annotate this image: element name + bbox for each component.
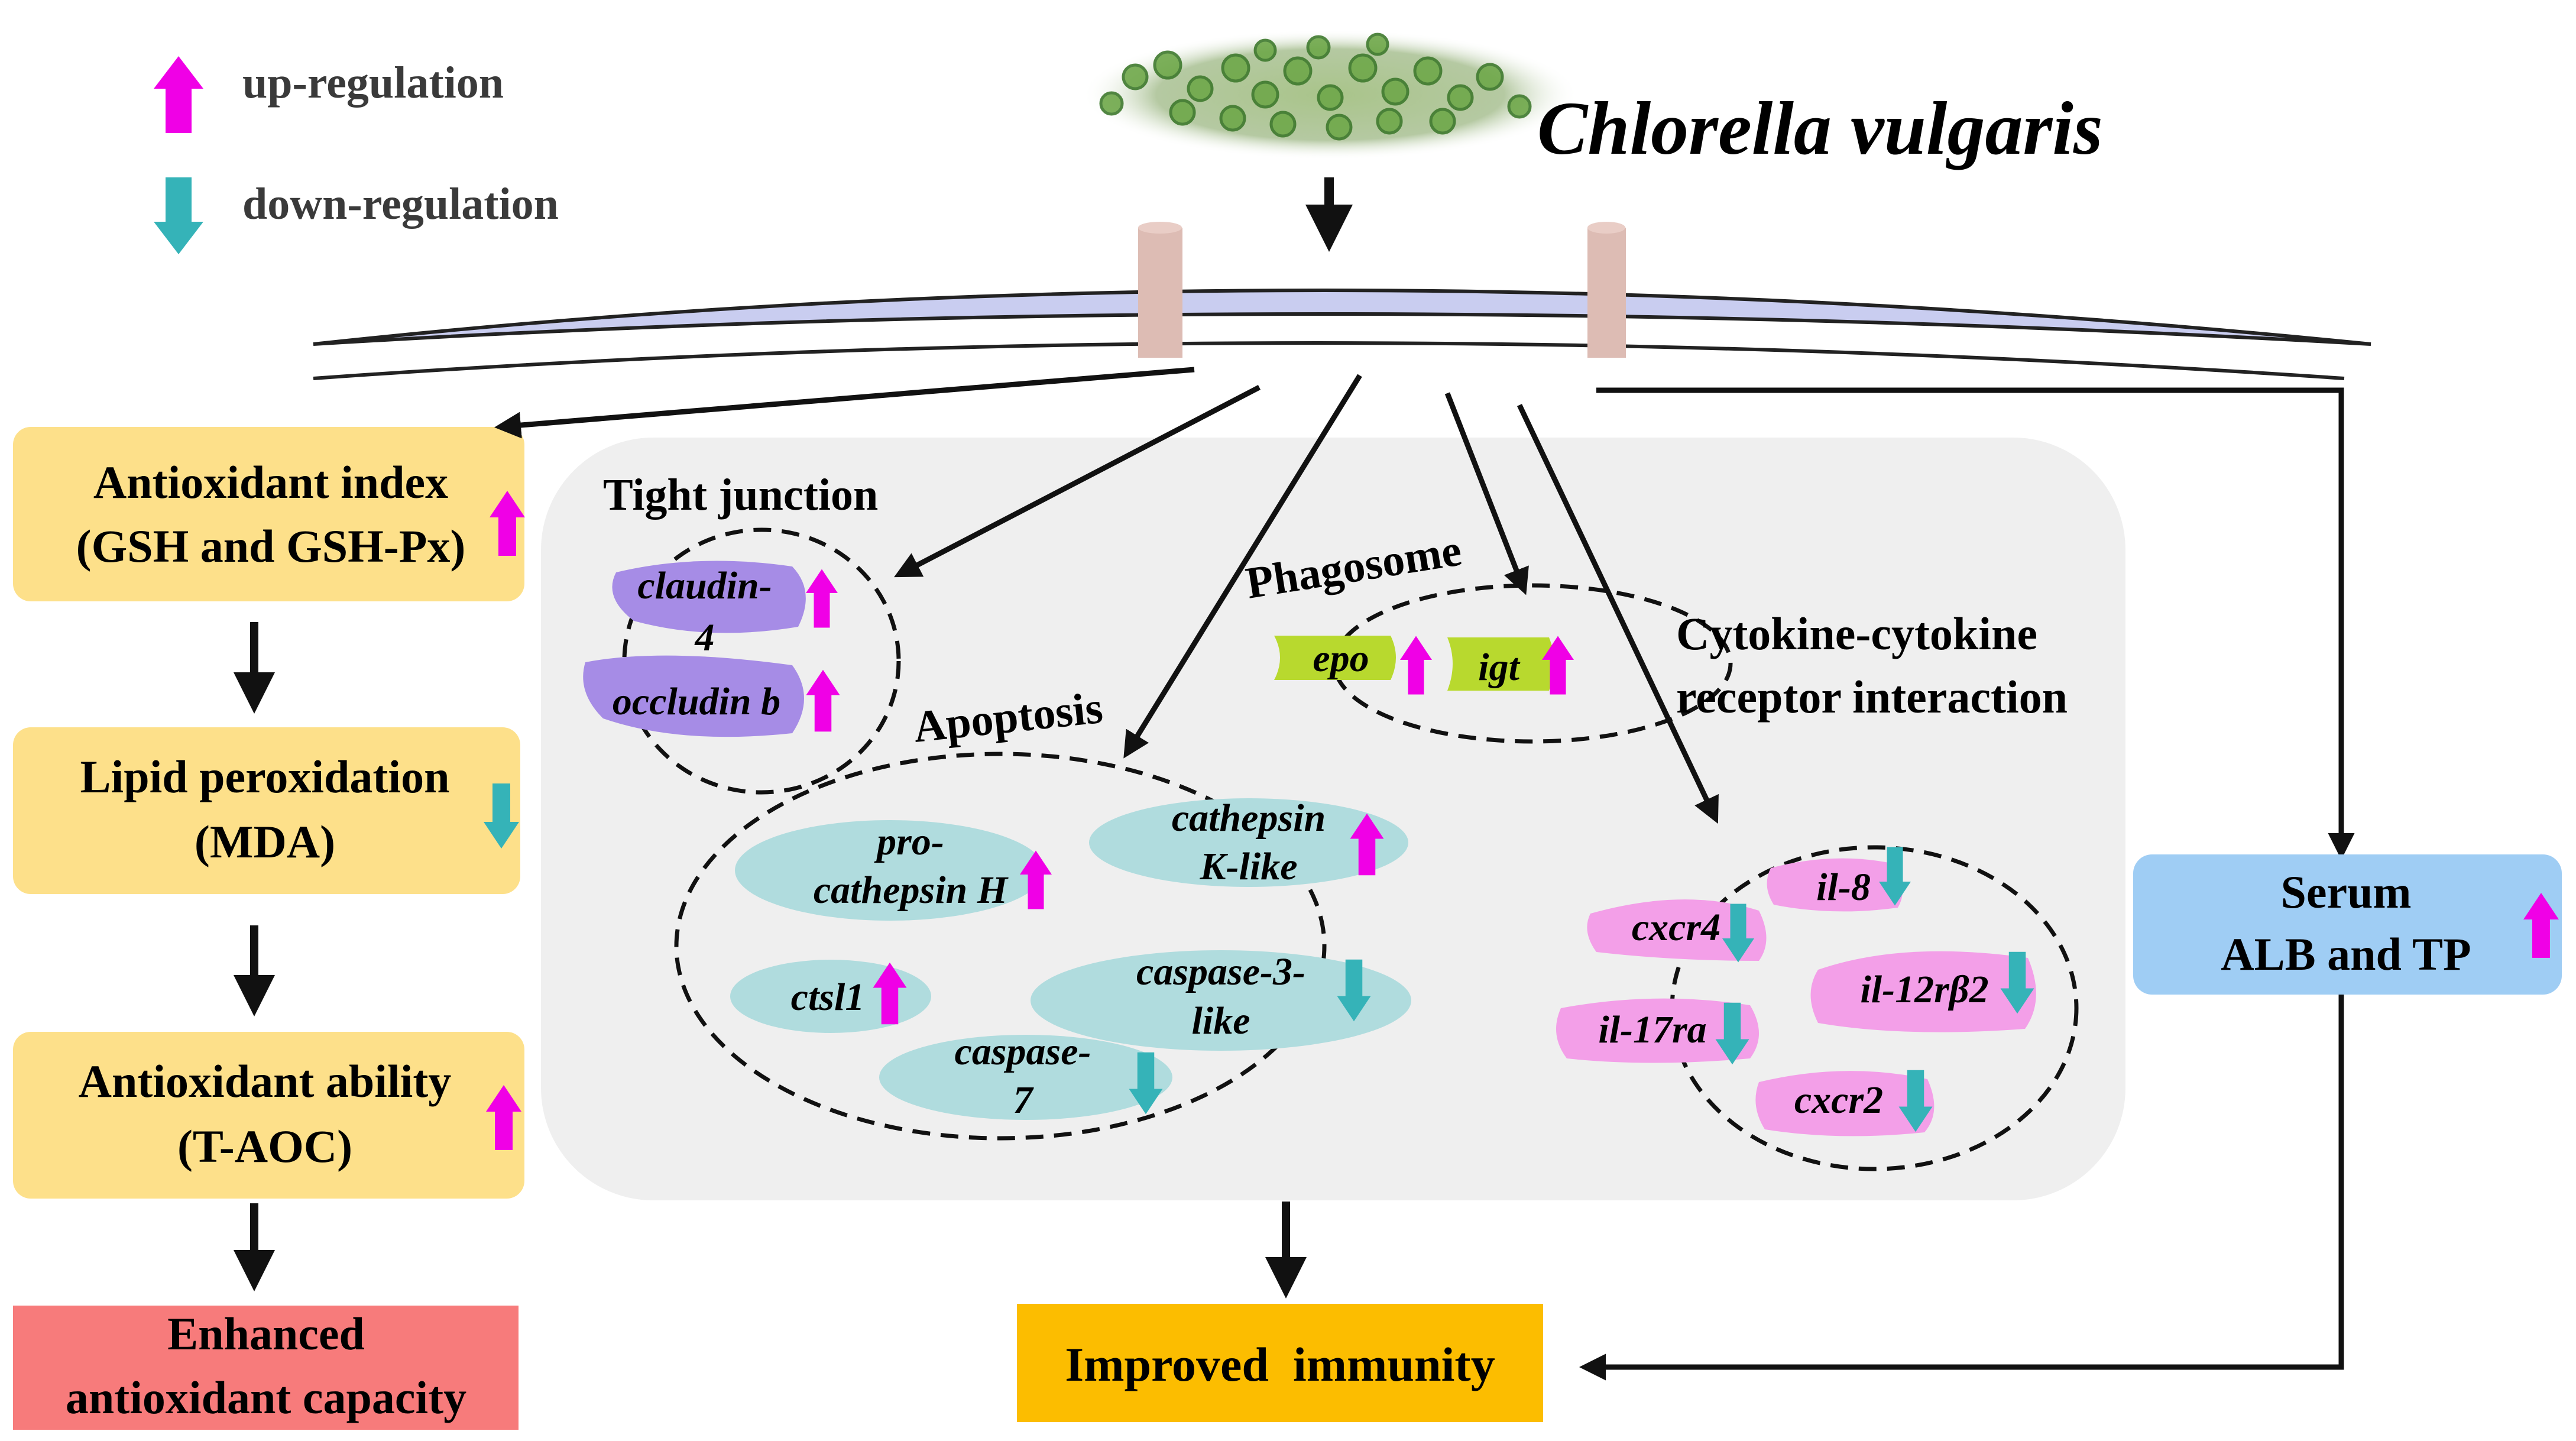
cxcr2-gene: cxcr2 (1755, 1070, 1935, 1136)
improved-immunity-box: Improved immunity (1017, 1304, 1543, 1422)
cell-membrane (313, 289, 2371, 380)
ctsl1-label: ctsl1 (791, 976, 865, 1019)
occludin-b-label: occludin b (613, 680, 780, 723)
il-8-gene: il-8 (1767, 847, 1911, 912)
lipid-peroxidation-line1: Lipid peroxidation (80, 751, 450, 802)
arrow-to-cytokine (1517, 404, 1719, 824)
serum-line1: Serum (2281, 866, 2412, 918)
membrane-channel-right (1587, 222, 1626, 358)
legend-down-label: down-regulation (242, 179, 559, 229)
cytokine-title-line2: receptor interaction (1676, 671, 2068, 723)
cytokine-title-line1: Cytokine-cytokine (1676, 608, 2037, 659)
il-12rb2-gene: il-12rβ2 (1810, 951, 2036, 1032)
antioxidant-index-line2: (GSH and GSH-Px) (76, 520, 466, 572)
improved-immunity-label: Improved immunity (1065, 1338, 1495, 1391)
igt-gene: igt (1447, 636, 1574, 695)
caspase-7-line2: 7 (1013, 1079, 1035, 1122)
algae-image (1082, 30, 1579, 160)
arrow-to-phagosome (1444, 392, 1529, 595)
cxcr2-label: cxcr2 (1794, 1079, 1883, 1122)
tight-junction-title: Tight junction (603, 470, 878, 520)
caspase-3-like-gene: caspase-3- like (1031, 950, 1411, 1051)
arrow-to-tight-junction (894, 385, 1261, 578)
arrow-to-apoptosis (1123, 374, 1362, 759)
antioxidant-ability-box: Antioxidant ability (T-AOC) (13, 1032, 524, 1199)
caspase-3-like-line2: like (1192, 999, 1250, 1042)
organism-title: Chlorella vulgaris (1537, 86, 2103, 170)
claudin-4-line1: claudin- (637, 564, 772, 607)
caspase-3-like-line1: caspase-3- (1136, 950, 1305, 993)
antioxidant-ability-line1: Antioxidant ability (79, 1055, 452, 1107)
antioxidant-ability-line2: (T-AOC) (177, 1121, 352, 1172)
epo-label: epo (1313, 637, 1369, 680)
enhanced-line1: Enhanced (167, 1308, 365, 1359)
cxcr4-gene: cxcr4 (1587, 899, 1767, 963)
il-12rb2-label: il-12rβ2 (1860, 968, 1988, 1011)
tight-junction-group: Tight junction claudin- 4 occludin b (583, 470, 901, 795)
apoptosis-group: Apoptosis pro- cathepsin H cathepsin K-l… (674, 683, 1411, 1141)
occludin-b-gene: occludin b (583, 655, 840, 737)
il-17ra-label: il-17ra (1598, 1008, 1706, 1051)
cytokine-group: Cytokine-cytokine receptor interaction i… (1556, 608, 2079, 1171)
epo-gene: epo (1274, 636, 1432, 695)
caspase-7-gene: caspase- 7 (879, 1030, 1172, 1122)
arrow-serum-to-immunity (1579, 995, 2344, 1381)
cathepsin-k-like-gene: cathepsin K-like (1089, 796, 1408, 888)
arrow-to-serum (1596, 387, 2355, 860)
lipid-peroxidation-line2: (MDA) (195, 816, 335, 867)
legend-up-label: up-regulation (242, 58, 504, 108)
up-regulation-arrow-icon (154, 56, 203, 133)
serum-box: Serum ALB and TP (2133, 854, 2562, 995)
caspase-7-line1: caspase- (955, 1030, 1091, 1073)
pro-cathepsin-h-gene: pro- cathepsin H (735, 820, 1052, 921)
igt-label: igt (1478, 646, 1520, 689)
membrane-channel-left (1138, 222, 1182, 358)
cathepsin-k-like-line2: K-like (1200, 845, 1298, 888)
claudin-4-gene: claudin- 4 (612, 561, 838, 659)
cxcr4-label: cxcr4 (1632, 906, 1720, 949)
il-8-label: il-8 (1816, 866, 1871, 909)
claudin-4-line2: 4 (694, 616, 715, 659)
pro-cathepsin-h-line1: pro- (874, 820, 944, 863)
legend: up-regulation down-regulation (154, 56, 559, 254)
arrow-to-antioxidant (494, 367, 1195, 439)
lipid-peroxidation-box: Lipid peroxidation (MDA) (13, 727, 520, 894)
down-regulation-arrow-icon (154, 177, 203, 254)
antioxidant-index-line1: Antioxidant index (93, 456, 448, 508)
cathepsin-k-like-line1: cathepsin (1172, 796, 1326, 840)
ctsl1-gene: ctsl1 (730, 960, 931, 1033)
il-17ra-gene: il-17ra (1556, 998, 1759, 1065)
enhanced-line2: antioxidant capacity (66, 1372, 466, 1423)
antioxidant-index-box: Antioxidant index (GSH and GSH-Px) (13, 427, 525, 601)
enhanced-antioxidant-box: Enhanced antioxidant capacity (13, 1306, 519, 1430)
serum-line2: ALB and TP (2221, 928, 2471, 980)
pro-cathepsin-h-line2: cathepsin H (814, 869, 1009, 912)
